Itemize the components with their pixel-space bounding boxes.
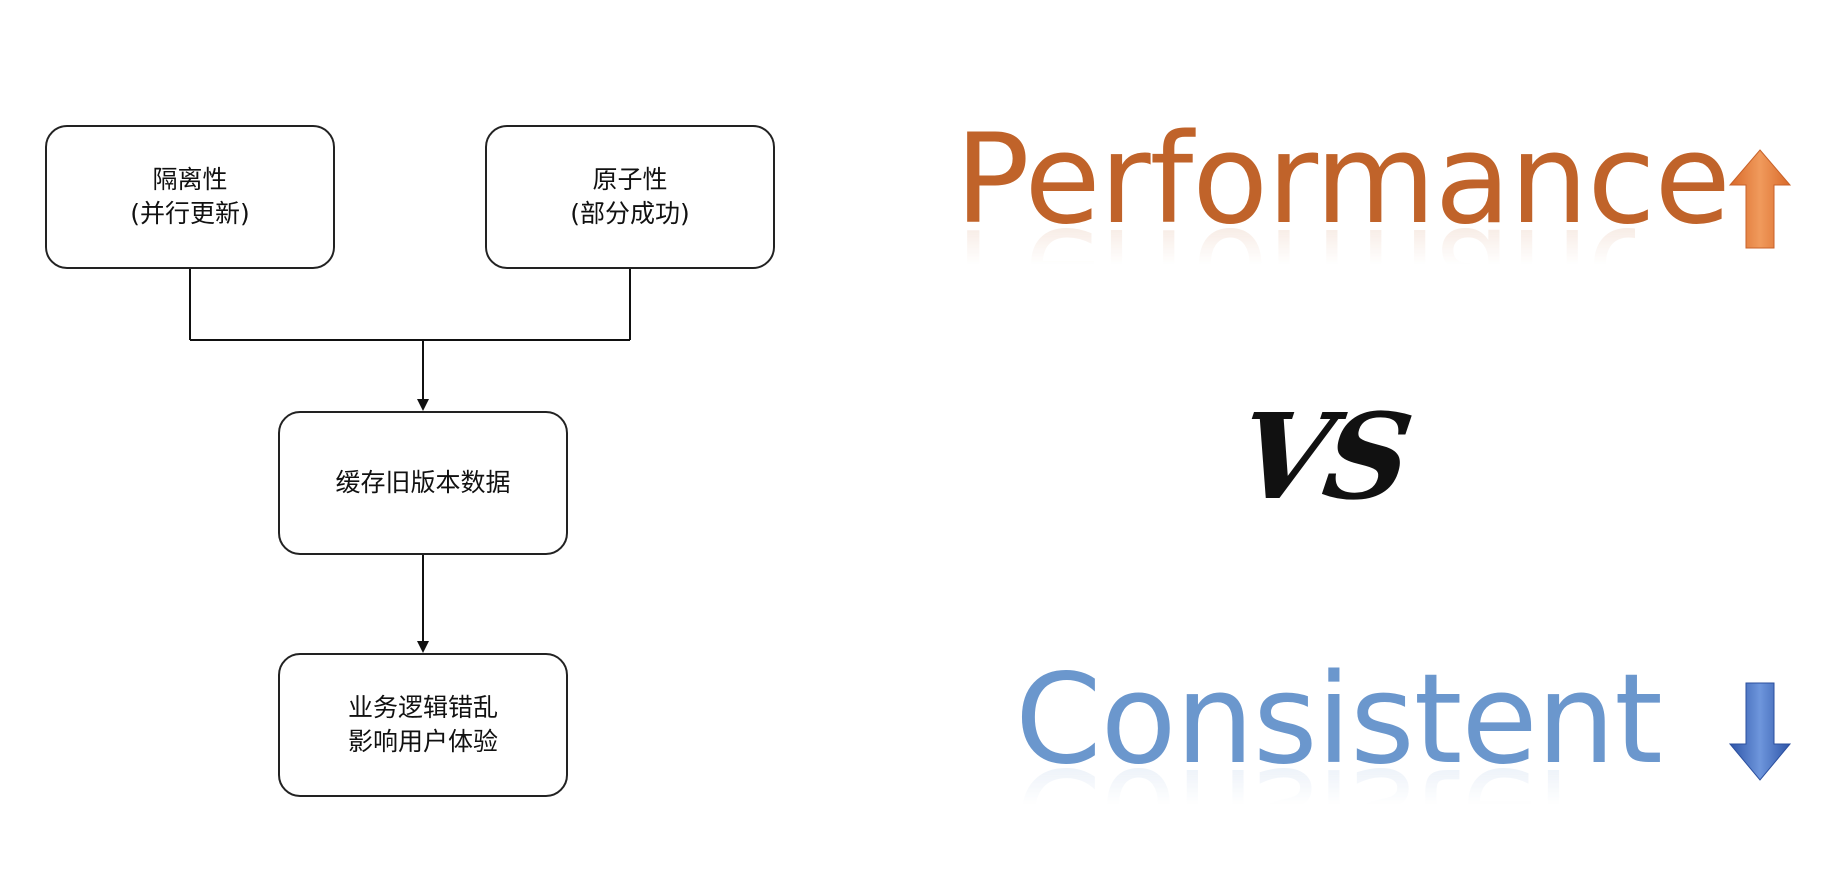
node-result-line2: 影响用户体验 (347, 727, 498, 756)
node-atomicity-subtitle: (部分成功) (570, 199, 690, 228)
node-result-line1: 业务逻辑错乱 (347, 693, 498, 722)
performance-word: Performance (955, 108, 1731, 252)
up-arrow-icon (1728, 149, 1792, 249)
down-arrow-icon (1728, 682, 1792, 781)
node-result: 业务逻辑错乱 影响用户体验 (278, 653, 568, 797)
node-atomicity: 原子性 (部分成功) (485, 125, 775, 269)
consistent-word: Consistent (1015, 648, 1663, 792)
node-cache: 缓存旧版本数据 (278, 411, 568, 555)
node-isolation-title: 隔离性 (152, 165, 228, 194)
node-cache-title: 缓存旧版本数据 (335, 468, 511, 497)
node-atomicity-title: 原子性 (592, 165, 668, 194)
node-isolation-subtitle: (并行更新) (130, 199, 250, 228)
node-isolation: 隔离性 (并行更新) (45, 125, 335, 269)
